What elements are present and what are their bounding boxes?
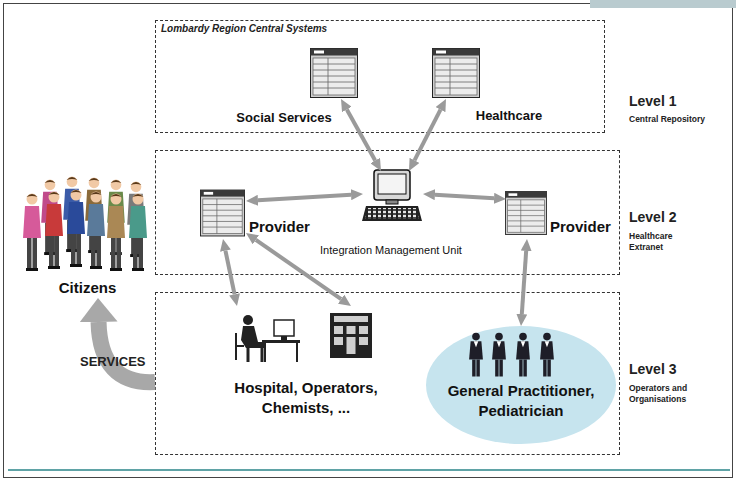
monitor-stand bbox=[386, 200, 398, 204]
worker-body bbox=[241, 326, 266, 348]
chemist-cell bbox=[347, 326, 356, 334]
worker-head bbox=[243, 315, 253, 325]
double-arrow bbox=[258, 195, 351, 201]
node-text: Provider bbox=[249, 218, 329, 236]
level-box: Level 2Healthcare ExtranetProviderIntegr… bbox=[155, 150, 620, 275]
edge-label: SERVICES bbox=[80, 354, 146, 370]
operators-node: Hospital, Operators, Chemists, ... bbox=[216, 306, 396, 416]
server-node: Social Services bbox=[311, 49, 359, 99]
practitioner-ellipse: General Practitioner, Pediatrician bbox=[426, 326, 616, 444]
person bbox=[127, 181, 145, 257]
chemist-body bbox=[330, 313, 372, 358]
person bbox=[129, 194, 147, 272]
chemist-cell bbox=[334, 326, 343, 334]
office-worker-icon bbox=[236, 315, 300, 362]
citizens-group bbox=[23, 176, 147, 271]
computer-icon bbox=[362, 170, 422, 221]
person bbox=[23, 194, 41, 272]
integration-unit: Integration Management Unit bbox=[363, 171, 423, 223]
chemist-cell bbox=[359, 326, 368, 334]
desk-top bbox=[262, 340, 300, 343]
node-text: Integration Management Unit bbox=[293, 244, 489, 257]
person bbox=[63, 176, 81, 252]
person bbox=[107, 194, 125, 272]
person bbox=[87, 192, 105, 270]
node-text: Social Services bbox=[214, 110, 354, 126]
server-node: Healthcare bbox=[433, 49, 481, 99]
chemist-sign bbox=[334, 316, 368, 322]
node-text: Level 3 bbox=[629, 361, 729, 377]
provider-node: Provider bbox=[201, 189, 246, 239]
node-text: Central Repository bbox=[629, 114, 734, 125]
chemist-door bbox=[347, 337, 356, 354]
keyboard-keys bbox=[365, 208, 419, 219]
chemist-cell bbox=[334, 337, 343, 345]
ellipse-fill bbox=[426, 326, 616, 444]
outer-frame bbox=[4, 4, 733, 478]
node-text: Healthcare Extranet bbox=[629, 231, 691, 253]
desk-monitor-stand bbox=[281, 336, 287, 340]
node-text: General Practitioner, Pediatrician bbox=[438, 381, 604, 421]
node-text: Level 2 bbox=[629, 209, 729, 225]
screen bbox=[378, 174, 406, 194]
server-icon bbox=[433, 49, 480, 98]
double-arrow bbox=[522, 251, 526, 314]
citizens-node: Citizens bbox=[20, 175, 150, 298]
node-text: Lombardy Region Central Systems bbox=[161, 23, 421, 35]
level-box: Level 3Operators and OrganisationsHospit… bbox=[155, 292, 620, 455]
double-arrow bbox=[435, 195, 494, 199]
person bbox=[107, 179, 125, 255]
worker-legs bbox=[248, 348, 262, 362]
chemist-cell bbox=[359, 337, 368, 345]
person bbox=[85, 177, 103, 253]
corner-bar bbox=[590, 0, 736, 8]
node-text: Operators and Organisations bbox=[629, 383, 709, 405]
chemist-icon bbox=[330, 313, 372, 358]
node-text: Provider bbox=[550, 218, 630, 236]
desk-monitor bbox=[274, 320, 294, 336]
keyboard bbox=[362, 206, 422, 221]
node-text: Healthcare bbox=[467, 108, 551, 124]
person bbox=[45, 192, 63, 270]
node-text: Hospital, Operators, Chemists, ... bbox=[216, 378, 396, 418]
monitor bbox=[374, 170, 410, 200]
chair bbox=[236, 333, 244, 360]
double-arrow bbox=[414, 110, 440, 161]
node-text: Citizens bbox=[30, 279, 145, 297]
provider-node: Provider bbox=[506, 189, 548, 239]
server-icon bbox=[505, 192, 546, 235]
node-text: Level 1 bbox=[629, 93, 729, 109]
level-box: Lombardy Region Central SystemsLevel 1Ce… bbox=[155, 20, 605, 133]
bottom-rule bbox=[8, 469, 730, 471]
server-icon bbox=[311, 49, 358, 98]
double-arrow bbox=[225, 251, 234, 295]
services-arrow bbox=[99, 322, 155, 382]
person bbox=[67, 190, 85, 268]
server-icon bbox=[200, 190, 244, 236]
person bbox=[41, 179, 59, 255]
double-arrow bbox=[347, 109, 375, 160]
desk-legs bbox=[265, 343, 297, 362]
